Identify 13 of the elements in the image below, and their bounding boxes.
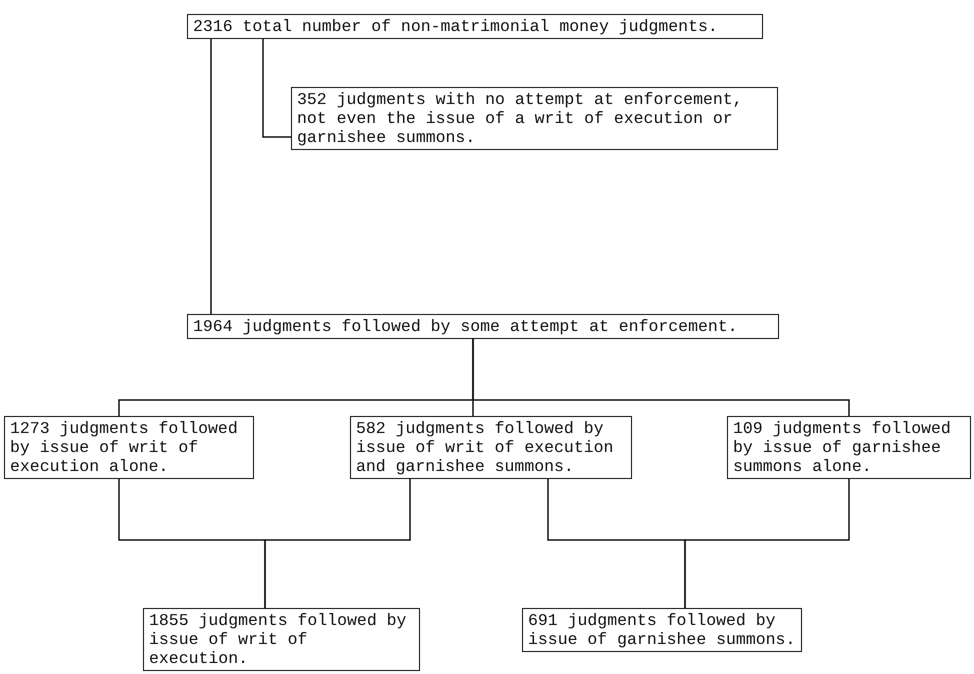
text-box: 1964 judgments followed by some attempt at enforcement. bbox=[187, 314, 779, 339]
connector-line bbox=[264, 479, 411, 608]
connector-line bbox=[210, 39, 212, 314]
connector-line bbox=[472, 339, 850, 416]
text-box: 582 judgments followed by issue of writ of execution and garnishee summons. bbox=[350, 416, 632, 479]
text-box: 691 judgments followed by issue of garnishee summons. bbox=[522, 608, 802, 652]
connector-line bbox=[684, 479, 850, 608]
text-box: 1855 judgments followed by issue of writ of execution. bbox=[143, 608, 420, 671]
text-box: 109 judgments followed by issue of garnishee summons alone. bbox=[727, 416, 971, 479]
text-box: 2316 total number of non-matrimonial money judgments. bbox=[187, 14, 763, 39]
connector-line bbox=[262, 39, 291, 138]
text-box: 1273 judgments followed by issue of writ of execution alone. bbox=[4, 416, 254, 479]
text-box: 352 judgments with no attempt at enforcement, not even the issue of a writ of execution or garnishee summons. bbox=[291, 87, 778, 150]
